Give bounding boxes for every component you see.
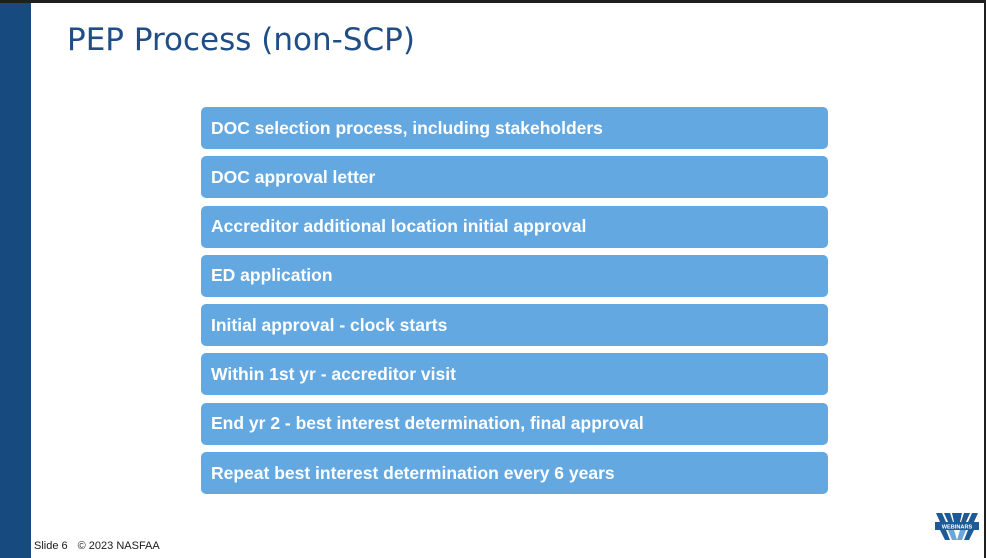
process-step: Accreditor additional location initial a…: [201, 205, 828, 248]
process-step: End yr 2 - best interest determination, …: [201, 402, 828, 445]
logo-text: WEBINARS: [942, 524, 973, 530]
right-border: [984, 3, 986, 558]
top-rule: [0, 0, 986, 3]
webinars-w-logo-icon: WEBINARS: [935, 513, 979, 540]
process-step: Initial approval - clock starts: [201, 304, 828, 347]
copyright-text: © 2023 NASFAA: [77, 540, 160, 552]
slide-title: PEP Process (non-SCP): [67, 22, 415, 58]
process-step-list: DOC selection process, including stakeho…: [201, 107, 828, 501]
slide-number: Slide 6: [34, 540, 68, 552]
process-step: ED application: [201, 254, 828, 297]
slide-footer: Slide 6 © 2023 NASFAA: [34, 540, 160, 552]
process-step: DOC selection process, including stakeho…: [201, 107, 828, 149]
process-step: Within 1st yr - accreditor visit: [201, 353, 828, 396]
process-step: DOC approval letter: [201, 156, 828, 199]
process-step: Repeat best interest determination every…: [201, 452, 828, 495]
left-accent-bar: [0, 3, 31, 558]
